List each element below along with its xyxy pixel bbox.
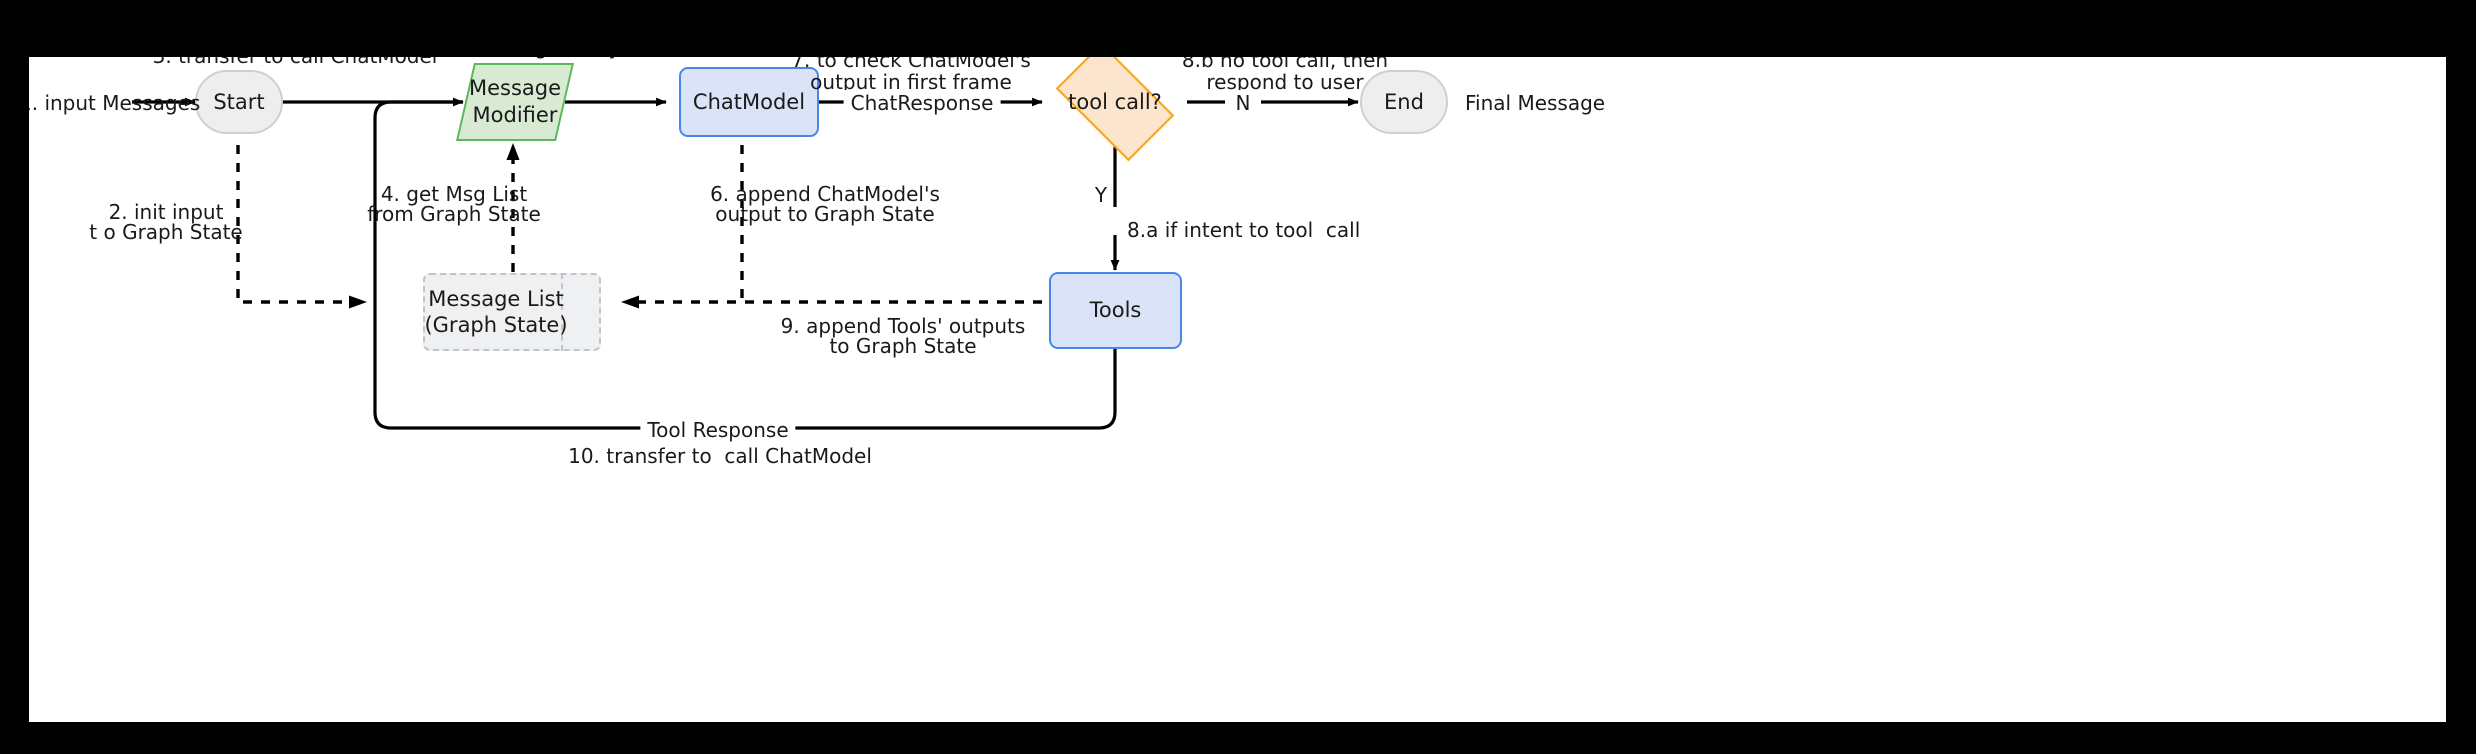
- label-get-msg-list-line1: 4. get Msg List: [380, 182, 528, 206]
- label-branch-yes: Y: [1094, 183, 1108, 207]
- label-append-chatmodel-line2: output to Graph State: [715, 202, 935, 226]
- label-append-chatmodel-line1: 6. append ChatModel's: [710, 182, 940, 206]
- tool-call-decision-label: tool call?: [1042, 57, 1188, 148]
- node-chat-model-label: ChatModel: [692, 89, 806, 114]
- tool-call-decision-text: tool call?: [1068, 90, 1162, 114]
- message-list-label-line1: Message List: [428, 286, 564, 311]
- node-tool-call-decision[interactable]: tool call?: [1042, 57, 1188, 162]
- arrowhead-tools-to-state: [621, 295, 639, 309]
- message-list-label: Message List (Graph State): [424, 286, 567, 339]
- label-init-input-line2: t o Graph State: [89, 220, 243, 244]
- label-no-tool-call-line2: respond to user: [1206, 70, 1364, 94]
- node-message-list-state[interactable]: Message List (Graph State): [423, 273, 601, 351]
- node-end[interactable]: End: [1360, 70, 1448, 134]
- message-modifier-label: Message Modifier: [465, 63, 565, 141]
- label-decorate-msg-list: 5. decorate Msg List By user's Modifier: [386, 57, 773, 60]
- node-message-modifier[interactable]: Message Modifier: [455, 63, 575, 141]
- label-init-input-line1: 2. init input: [108, 200, 224, 224]
- label-branch-no: N: [1228, 90, 1258, 117]
- label-input-messages: 1. input Messages: [29, 91, 201, 115]
- label-chat-response: ChatResponse: [843, 90, 1001, 117]
- message-list-label-line2: (Graph State): [424, 313, 568, 337]
- node-end-label: End: [1384, 89, 1424, 114]
- label-check-output-line1: 7. to check ChatModel's: [791, 57, 1031, 72]
- label-append-tools-line2: to Graph State: [829, 334, 977, 358]
- edge-init-input-to-state: [236, 145, 349, 304]
- label-if-intent-tool-call: 8.a if intent to tool call: [1127, 218, 1361, 242]
- label-final-message: Final Message: [1465, 91, 1606, 115]
- label-transfer-back: 10. transfer to call ChatModel: [568, 444, 872, 468]
- node-start[interactable]: Start: [195, 70, 283, 134]
- edge-tool-response-up: [373, 100, 463, 430]
- edge-tool-response-loop: [769, 349, 1117, 430]
- node-chat-model[interactable]: ChatModel: [679, 67, 819, 137]
- diagram-canvas: Start Message Modifier ChatModel tool ca…: [29, 57, 2446, 722]
- label-no-tool-call-line1: 8.b no tool call, then: [1181, 57, 1389, 72]
- message-modifier-label-line1: Message: [468, 75, 562, 100]
- edge-layer: [132, 97, 1359, 430]
- label-tool-response: Tool Response: [640, 417, 796, 444]
- message-list-inner-divider: [561, 273, 563, 351]
- label-append-tools-line1: 9. append Tools' outputs: [780, 314, 1026, 338]
- message-modifier-label-line2: Modifier: [472, 103, 558, 127]
- label-get-msg-list-line2: from Graph State: [367, 202, 541, 226]
- arrowhead-state-to-modifier: [506, 143, 520, 160]
- node-tools-label: Tools: [1089, 298, 1142, 323]
- node-tools[interactable]: Tools: [1049, 272, 1182, 349]
- node-start-label: Start: [213, 89, 265, 114]
- arrowhead-init-to-state: [349, 295, 367, 309]
- label-transfer-to-chatmodel: 3. transfer to call ChatModel: [153, 57, 438, 69]
